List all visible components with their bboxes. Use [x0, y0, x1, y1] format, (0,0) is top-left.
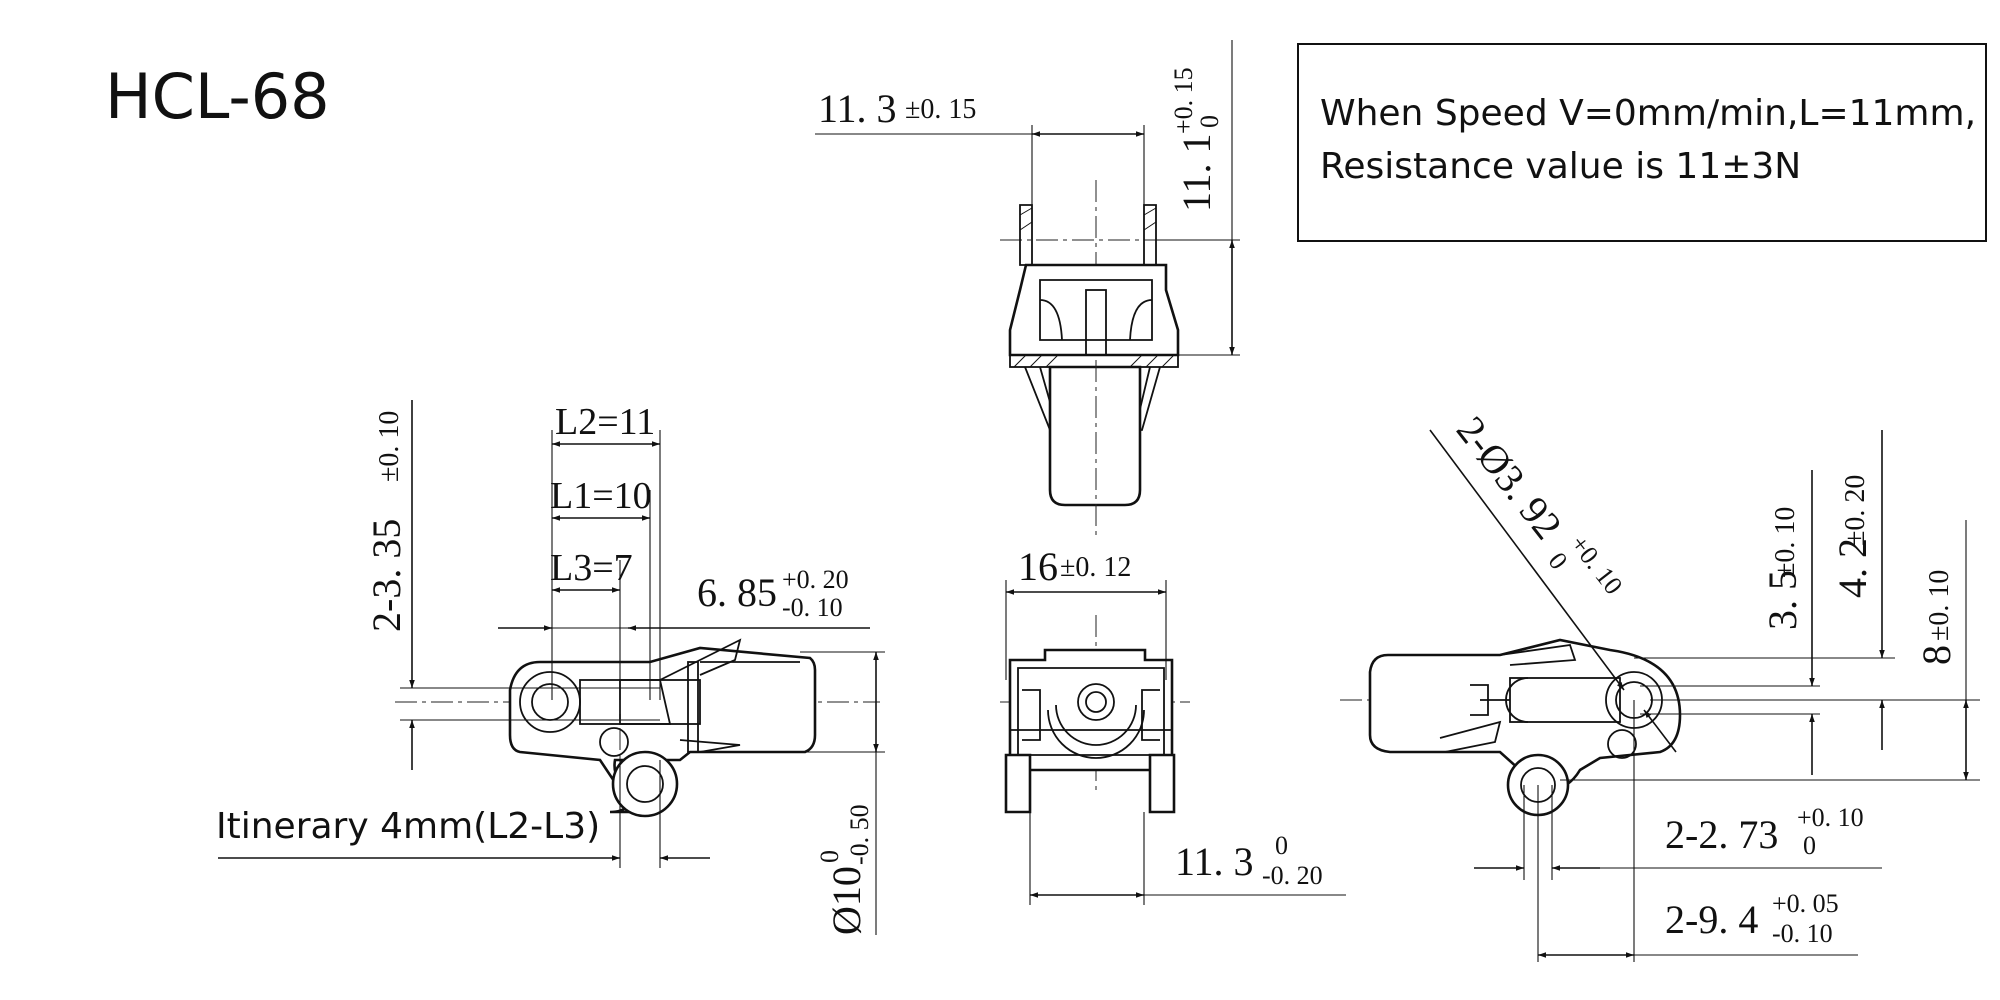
left-width-value: 6. 85 — [697, 570, 777, 615]
front-width-tolerance: ±0. 12 — [1060, 552, 1131, 583]
left-l1-label: L1=10 — [550, 475, 652, 517]
right-horizontal-dimensions: 2-2. 73 +0. 10 0 2-9. 4 +0. 05 -0. 10 — [1474, 700, 1882, 962]
right-h3-tolerance: ±0. 10 — [1924, 570, 1955, 641]
left-hole-value: 2-3. 35 — [364, 519, 409, 632]
left-view — [395, 620, 880, 870]
left-diameter-tolerance-upper: 0 — [815, 850, 844, 863]
front-width-dimension: 16 ±0. 12 — [1005, 544, 1167, 680]
front-bottom-tolerance-upper: 0 — [1275, 831, 1288, 860]
top-width-value: 11. 3 — [818, 86, 897, 131]
right-h1-tolerance: ±0. 10 — [1770, 507, 1801, 578]
right-view — [1340, 638, 1710, 817]
right-w1-tolerance-lower: 0 — [1803, 831, 1816, 860]
front-view — [1000, 615, 1190, 814]
left-hole-dimension: 2-3. 35 ±0. 10 — [364, 400, 660, 770]
itinerary-dimension: Itinerary 4mm(L2-L3) — [216, 760, 710, 868]
left-width-dimension: 6. 85 +0. 20 -0. 10 — [498, 565, 870, 631]
left-width-tolerance-lower: -0. 10 — [782, 593, 843, 622]
note-line-1: When Speed V=0mm/min,L=11mm, — [1320, 93, 1976, 134]
top-height-tolerance-upper: +0. 15 — [1169, 67, 1198, 134]
right-w1-tolerance-upper: +0. 10 — [1797, 803, 1864, 832]
right-h2-value: 4. 2 — [1830, 538, 1875, 598]
model-title: HCL-68 — [105, 60, 330, 133]
left-diameter-value: Ø10 — [824, 866, 869, 935]
note-line-2: Resistance value is 11±3N — [1320, 146, 1801, 187]
right-hole-tolerance-lower: 0 — [1542, 547, 1573, 575]
right-vertical-dimensions: 3. 5 ±0. 10 4. 2 ±0. 20 8 ±0. 10 — [1560, 430, 1980, 781]
top-view — [1000, 180, 1190, 540]
resistance-note: When Speed V=0mm/min,L=11mm, Resistance … — [1297, 43, 1987, 242]
top-width-tolerance: ±0. 15 — [905, 94, 976, 125]
right-w1-value: 2-2. 73 — [1665, 812, 1778, 857]
top-width-dimension: 11. 3 ±0. 15 — [815, 86, 1145, 205]
right-h2-tolerance: ±0. 20 — [1840, 475, 1871, 546]
left-hole-tolerance: ±0. 10 — [374, 411, 405, 482]
left-l3-label: L3=7 — [550, 547, 633, 589]
right-w2-tolerance-lower: -0. 10 — [1772, 919, 1833, 948]
left-l2-label: L2=11 — [555, 401, 655, 443]
left-width-tolerance-upper: +0. 20 — [782, 565, 849, 594]
left-l-dimensions: L2=11 L1=10 L3=7 — [550, 401, 661, 700]
top-height-tolerance-lower: 0 — [1195, 115, 1224, 128]
front-bottom-dimension: 11. 3 0 -0. 20 — [1029, 812, 1346, 905]
left-diameter-tolerance-lower: -0. 50 — [845, 804, 874, 865]
right-w2-tolerance-upper: +0. 05 — [1772, 889, 1839, 918]
top-height-value: 11. 1 — [1174, 133, 1219, 212]
left-diameter-dimension: Ø10 0 -0. 50 — [800, 651, 885, 935]
front-bottom-value: 11. 3 — [1175, 839, 1254, 884]
front-bottom-tolerance-lower: -0. 20 — [1262, 861, 1323, 890]
itinerary-label: Itinerary 4mm(L2-L3) — [216, 806, 600, 847]
right-h1-value: 3. 5 — [1760, 570, 1805, 630]
right-h3-value: 8 — [1914, 645, 1959, 665]
right-w2-value: 2-9. 4 — [1665, 897, 1758, 942]
right-hole-tolerance-upper: +0. 10 — [1565, 530, 1629, 600]
top-height-dimension: 11. 1 +0. 15 0 — [1156, 40, 1240, 356]
front-width-value: 16 — [1018, 544, 1058, 589]
